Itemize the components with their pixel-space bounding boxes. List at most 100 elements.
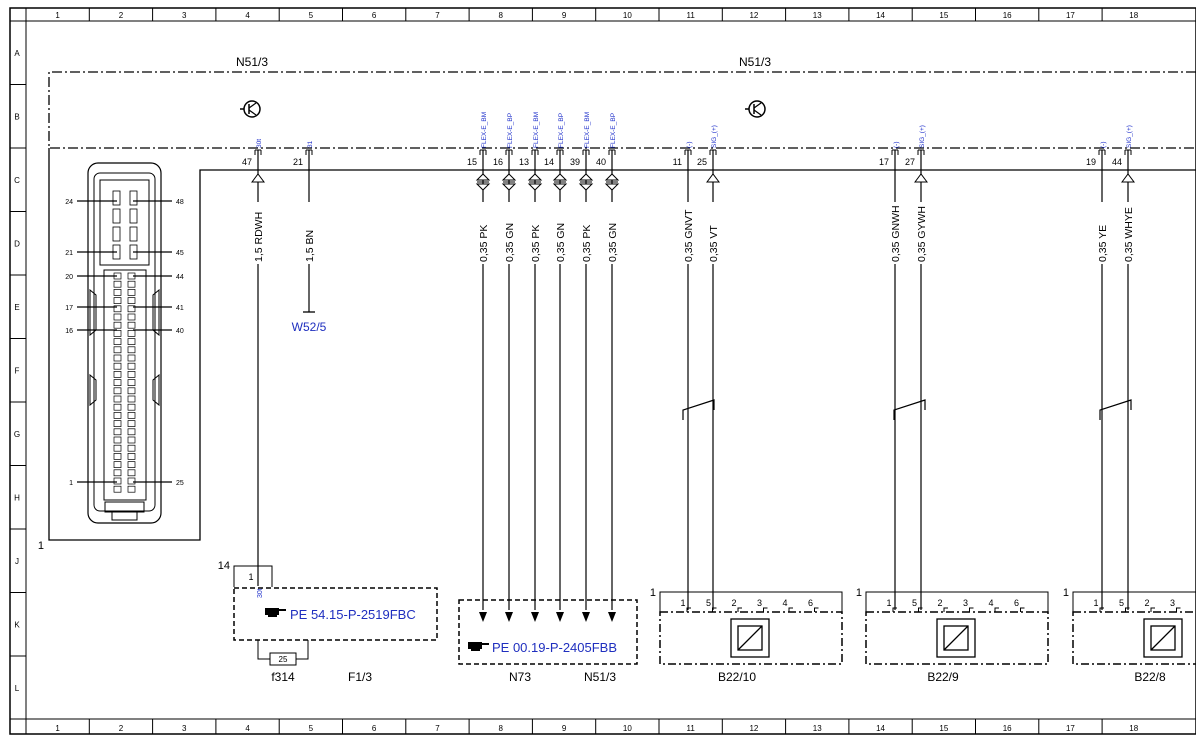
sensor-pin-number: 1 — [886, 598, 891, 608]
pin-number: 16 — [493, 157, 503, 167]
pin-number: 21 — [293, 157, 303, 167]
sensor-pin-number: 5 — [912, 598, 917, 608]
sensor-pin-number: 3 — [963, 598, 968, 608]
pin-name: (-) — [1100, 142, 1107, 149]
wire-break-markers — [682, 399, 1132, 420]
sensor-label: B22/10 — [718, 670, 756, 684]
pin-name: FLEX-E_BM — [533, 112, 540, 148]
column-number: 14 — [876, 11, 885, 20]
sensor-pin-number: 2 — [1144, 598, 1149, 608]
fuse-ref: 14 — [218, 560, 230, 572]
column-number: 16 — [1003, 11, 1012, 20]
connector-pin-label: 20 — [65, 274, 73, 281]
wire-label: 0,35 GN — [607, 223, 619, 262]
row-letter: J — [15, 557, 19, 566]
control-unit-boundary — [48, 71, 1196, 149]
pin-number: 25 — [697, 157, 707, 167]
hand-pointer-icon — [468, 642, 489, 651]
sensor-pin-number: 2 — [731, 598, 736, 608]
column-number: 11 — [686, 724, 695, 733]
flexray-label-n73: N73 — [509, 670, 531, 684]
fuse-pin-name: 30t — [257, 588, 264, 598]
column-number: 6 — [372, 724, 377, 733]
pin-number: 47 — [242, 157, 252, 167]
fuse-label: f314 — [271, 670, 295, 684]
pin-name: FLEX-E_BP — [558, 113, 565, 148]
sensor-ref: 1 — [856, 587, 862, 599]
sensor-pin-number: 4 — [782, 598, 787, 608]
column-number: 10 — [623, 724, 632, 733]
wire-label: 0,35 PK — [478, 225, 490, 262]
column-number: 17 — [1066, 724, 1075, 733]
sensor-pin-number: 1 — [680, 598, 685, 608]
column-number: 16 — [1003, 724, 1012, 733]
column-number: 9 — [562, 724, 567, 733]
column-number: 7 — [435, 11, 440, 20]
sensor-pin-number: 6 — [1014, 598, 1019, 608]
sensor-pin-number: 5 — [1119, 598, 1124, 608]
column-number: 4 — [245, 724, 250, 733]
wire-label: 1,5 BN — [304, 230, 316, 262]
fuse-component-label: F1/3 — [348, 670, 372, 684]
wire-label: 0,35 GN — [504, 223, 516, 262]
sheet-frame — [9, 7, 1196, 735]
connector-pin-label: 41 — [176, 305, 184, 312]
column-number: 17 — [1066, 11, 1075, 20]
row-letter: K — [14, 620, 20, 629]
flexray-label-n51: N51/3 — [584, 670, 616, 684]
connector-pin-label: 21 — [65, 250, 73, 257]
pin-name: (-) — [686, 142, 693, 149]
transistor-symbol-icon — [745, 100, 766, 118]
ground-link[interactable]: W52/5 — [292, 320, 327, 334]
pin-number: 19 — [1086, 157, 1096, 167]
flexray-doc-link[interactable]: PE 00.19-P-2405FBB — [492, 640, 617, 655]
fuse-doc-link[interactable]: PE 54.15-P-2519FBC — [290, 607, 416, 622]
control-unit-label-right: N51/3 — [739, 55, 771, 69]
connector-pin-label: 40 — [176, 328, 184, 335]
sensor-label: B22/8 — [1134, 670, 1166, 684]
row-letter: G — [14, 430, 20, 439]
pin-number: 17 — [879, 157, 889, 167]
column-number: 5 — [309, 11, 314, 20]
pin-number: 44 — [1112, 157, 1122, 167]
column-number: 2 — [119, 11, 124, 20]
connector-outline — [48, 148, 1196, 541]
wire-label: 0,35 GNWH — [890, 205, 902, 262]
row-letter: C — [14, 176, 20, 185]
column-number: 8 — [499, 724, 504, 733]
column-number: 18 — [1129, 724, 1138, 733]
sensor-label: B22/9 — [927, 670, 959, 684]
wire-label: 0,35 PK — [581, 225, 593, 262]
pin-name: FLEX-E_BM — [481, 112, 488, 148]
pin-name: (-) — [893, 142, 900, 149]
column-number: 6 — [372, 11, 377, 20]
connector-pin-label: 45 — [176, 250, 184, 257]
column-number: 7 — [435, 724, 440, 733]
row-letter: A — [14, 49, 20, 58]
column-number: 3 — [182, 11, 187, 20]
connector-face-drawing — [87, 162, 162, 524]
sensor-pin-number: 5 — [706, 598, 711, 608]
sensor-pin-number: 3 — [757, 598, 762, 608]
pin-name: 30t — [256, 139, 263, 148]
wire-label: 0,35 GN — [555, 223, 567, 262]
pin-name: FLEX-E_BP — [507, 113, 514, 148]
fuse-value: 25 — [279, 655, 288, 664]
wire-label: 0,35 PK — [530, 225, 542, 262]
wire-label: 0,35 GNVT — [683, 209, 695, 262]
transistor-symbol-icon — [240, 100, 261, 118]
connector-pin-label: 44 — [176, 274, 184, 281]
sensor-ref: 1 — [650, 587, 656, 599]
pin-name: SIG_(+) — [919, 125, 926, 148]
column-number: 2 — [119, 724, 124, 733]
column-number: 15 — [939, 724, 948, 733]
pin-number: 13 — [519, 157, 529, 167]
wire-label: 0,35 VT — [708, 225, 720, 262]
